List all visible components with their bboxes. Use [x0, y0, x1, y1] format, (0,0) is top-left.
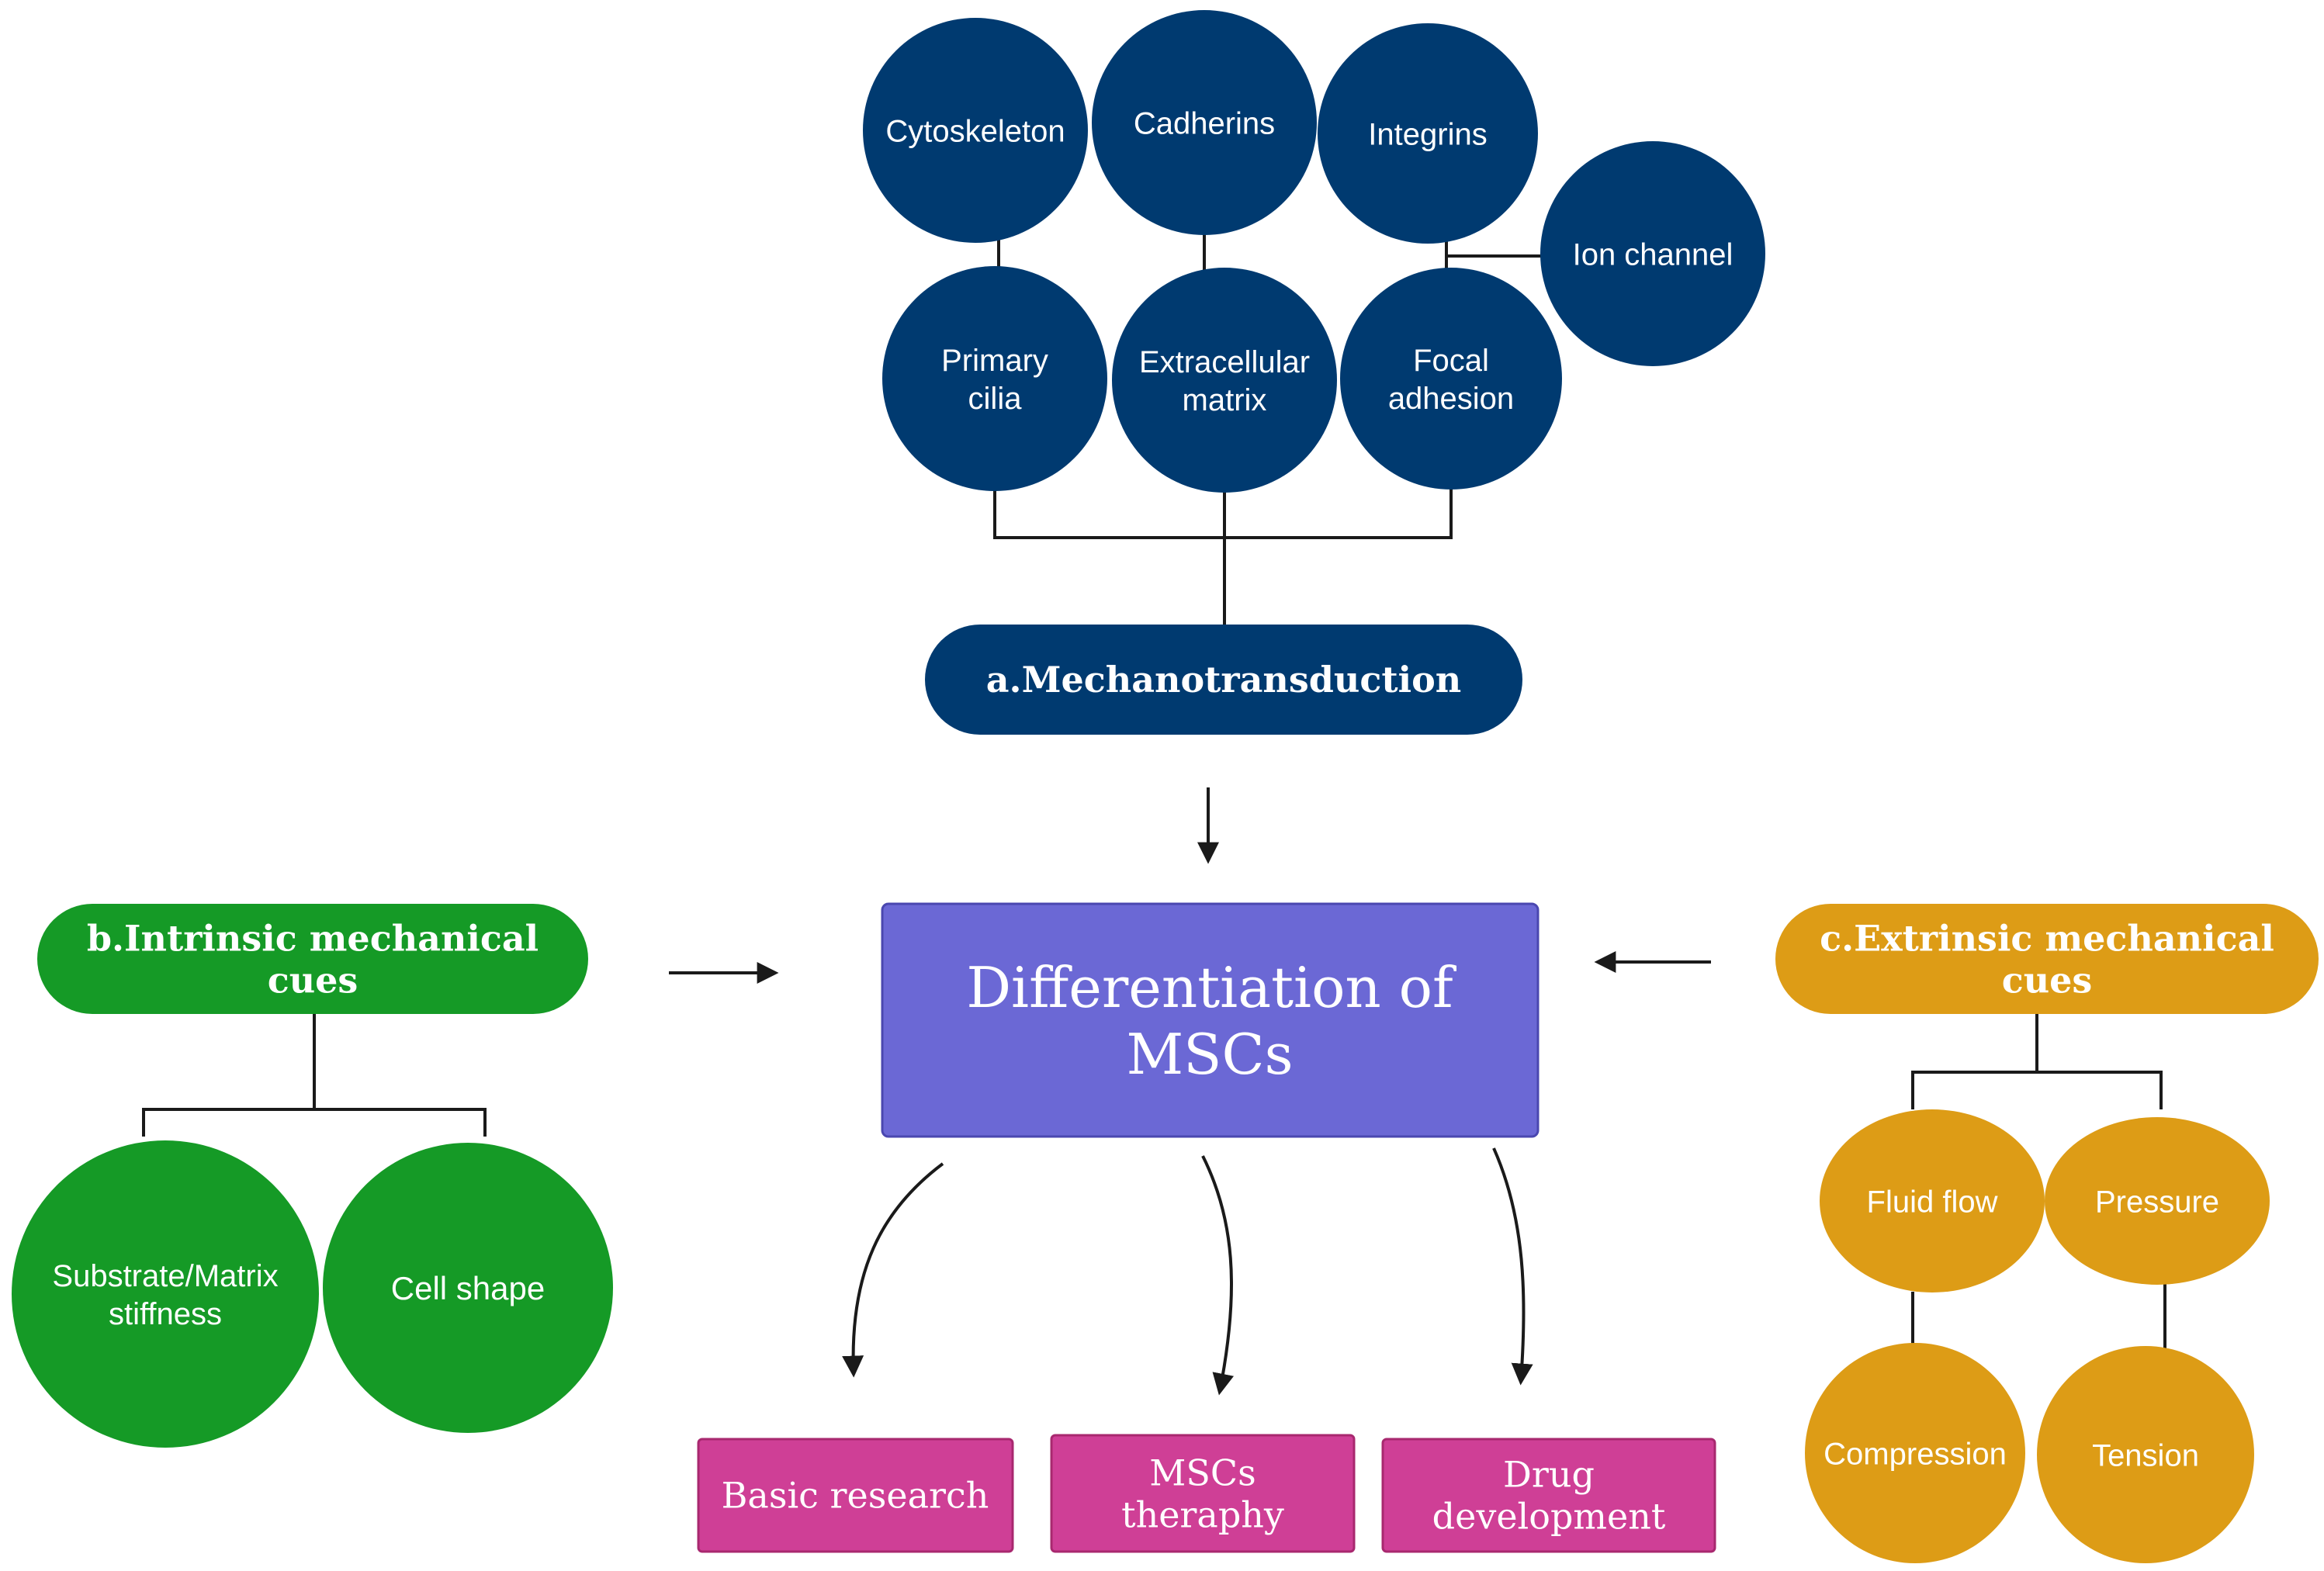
arrows: [669, 787, 1711, 1396]
intrinsic-label-line-1: b.Intrinsic mechanical: [87, 918, 539, 960]
node-focal-adhesion-circle: [1340, 268, 1562, 490]
extrinsic-pill-shape: [1775, 904, 2319, 1014]
node-compression-label: Compression: [1824, 1437, 2007, 1471]
node-fluid-flow: Fluid flow: [1820, 1109, 2045, 1292]
mechanotransduction-pill-shape: [925, 625, 1522, 735]
node-substrate-matrix-stiffness-label-line-2: stiffness: [109, 1297, 222, 1331]
node-tension-circle: [2037, 1346, 2254, 1563]
node-cadherins-circle: [1092, 10, 1317, 235]
center-label-line-2: MSCs: [1126, 1022, 1293, 1087]
outcome-basic-research-label: Basic research: [722, 1475, 989, 1517]
outcome-mscs-theraphy-label-line-2: theraphy: [1121, 1494, 1284, 1536]
outcome-mscs-theraphy-box: [1050, 1434, 1356, 1553]
node-fluid-flow-label-line-1: Fluid flow: [1867, 1185, 1998, 1219]
extrinsic-label-line-2: cues: [2002, 960, 2093, 1002]
node-primary-cilia-label: Primary cilia: [941, 344, 1048, 416]
mechanotransduction-label: a.Mechanotransduction: [986, 659, 1462, 701]
outcome-drug-development-box: [1381, 1438, 1716, 1553]
node-tension: Tension: [2037, 1346, 2254, 1563]
mechanotransduction-pill: a.Mechanotransduction: [925, 625, 1522, 735]
node-compression-label-line-1: Compression: [1824, 1437, 2007, 1471]
node-integrins-label-line-1: Integrins: [1368, 117, 1487, 151]
node-pressure-shape: [2045, 1117, 2270, 1285]
node-focal-adhesion-label-line-1: Focal: [1413, 344, 1489, 378]
center-box: [881, 902, 1540, 1138]
node-focal-adhesion-label: Focal adhesion: [1388, 344, 1514, 416]
outcome-drug-development-label-line-1: Drug: [1503, 1454, 1595, 1496]
node-ion-channel-circle: [1540, 141, 1765, 366]
node-pressure: Pressure: [2045, 1117, 2270, 1285]
node-cell-shape-circle: [323, 1143, 613, 1433]
node-integrins-circle: [1318, 23, 1538, 244]
node-tension-label-line-1: Tension: [2092, 1438, 2199, 1472]
node-extracellular-matrix-label-line-2: matrix: [1183, 383, 1267, 417]
node-integrins-label: Integrins: [1368, 117, 1487, 151]
connector-intrinsic-bracket: [142, 1108, 487, 1137]
node-cytoskeleton-circle: [863, 18, 1088, 243]
arrow-center-to-mscs-theraphy: [1201, 1155, 1235, 1396]
connector-extrinsic-bracket: [1911, 1071, 2163, 1109]
node-extracellular-matrix: Extracellular matrix: [1112, 268, 1337, 493]
node-focal-adhesion: Focal adhesion: [1340, 268, 1562, 490]
node-ion-channel-label: Ion channel: [1573, 237, 1733, 272]
center-label-line-1: Differentiation of: [966, 955, 1456, 1020]
node-tension-label: Tension: [2092, 1438, 2199, 1472]
node-cadherins-label: Cadherins: [1134, 106, 1275, 140]
node-cell-shape-label-line-1: Cell shape: [391, 1270, 545, 1306]
node-fluid-flow-label: Fluid flow: [1867, 1185, 1998, 1219]
node-cytoskeleton-label-line-1: Cytoskeleton: [885, 114, 1065, 148]
outcome-basic-research-box: [697, 1438, 1014, 1553]
node-cadherins: Cadherins: [1092, 10, 1317, 235]
node-pressure-label: Pressure: [2095, 1185, 2219, 1219]
node-primary-cilia-circle: [882, 266, 1107, 491]
node-primary-cilia: Primary cilia: [882, 266, 1107, 491]
node-cell-shape: Cell shape: [323, 1143, 613, 1433]
node-extracellular-matrix-circle: [1112, 268, 1337, 493]
outcome-basic-research: Basic research: [697, 1438, 1014, 1553]
mechanotransduction-cluster: Cytoskeleton Cadherins Integrins Ion cha…: [863, 10, 1765, 735]
intrinsic-pill-shape: [37, 904, 588, 1014]
node-fluid-flow-shape: [1820, 1109, 2045, 1292]
node-cytoskeleton-label: Cytoskeleton: [885, 114, 1065, 148]
node-extracellular-matrix-label: Extracellular matrix: [1139, 345, 1310, 417]
node-ion-channel: Ion channel: [1540, 141, 1765, 366]
outcome-basic-research-label-line-1: Basic research: [722, 1475, 989, 1517]
node-primary-cilia-label-line-1: Primary: [941, 344, 1048, 378]
node-extracellular-matrix-label-line-1: Extracellular: [1139, 345, 1310, 379]
arrow-center-to-basic-research: [842, 1162, 944, 1378]
node-substrate-matrix-stiffness: Substrate/Matrix stiffness: [12, 1140, 319, 1448]
node-primary-cilia-label-line-2: cilia: [968, 382, 1023, 416]
outcome-mscs-theraphy-label-line-1: MSCs: [1149, 1452, 1256, 1494]
node-substrate-matrix-stiffness-label-line-1: Substrate/Matrix: [52, 1259, 278, 1293]
node-compression: Compression: [1805, 1343, 2025, 1563]
outcome-drug-development-label-line-2: development: [1432, 1496, 1666, 1538]
node-cadherins-label-line-1: Cadherins: [1134, 106, 1275, 140]
node-pressure-label-line-1: Pressure: [2095, 1185, 2219, 1219]
extrinsic-label-line-1: c.Extrinsic mechanical: [1820, 918, 2274, 960]
node-focal-adhesion-label-line-2: adhesion: [1388, 382, 1514, 416]
node-integrins: Integrins: [1318, 23, 1538, 244]
node-ion-channel-label-line-1: Ion channel: [1573, 237, 1733, 272]
node-cell-shape-label: Cell shape: [391, 1270, 545, 1306]
node-substrate-matrix-stiffness-circle: [12, 1140, 319, 1448]
node-substrate-matrix-stiffness-label: Substrate/Matrix stiffness: [52, 1259, 278, 1331]
intrinsic-label-line-2: cues: [268, 960, 358, 1002]
arrow-center-to-drug-development: [1492, 1147, 1533, 1386]
node-compression-circle: [1805, 1343, 2025, 1563]
node-cytoskeleton: Cytoskeleton: [863, 18, 1088, 243]
